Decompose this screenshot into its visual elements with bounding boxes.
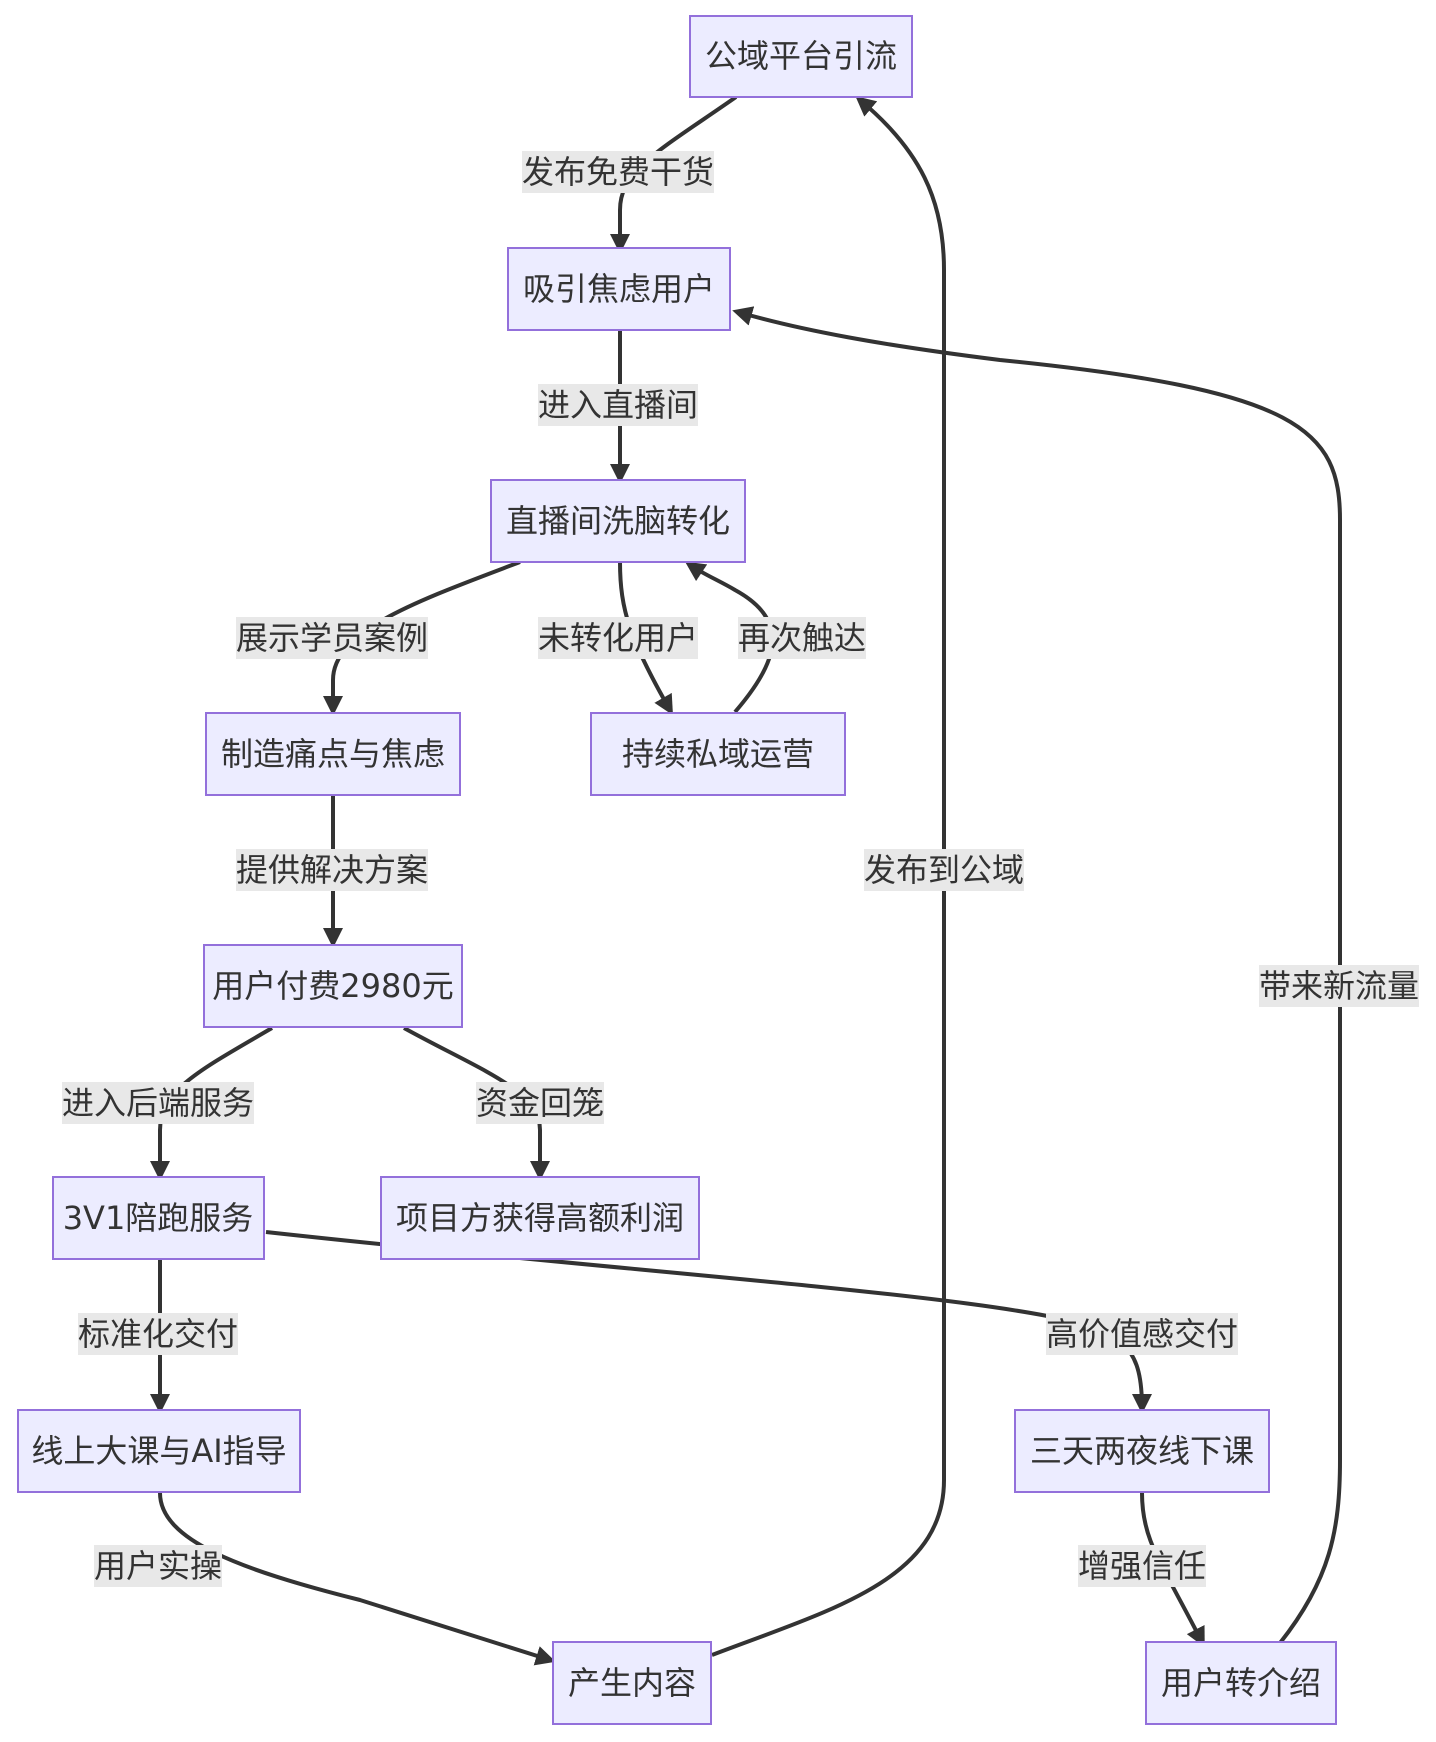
svg-text:用户实操: 用户实操 bbox=[94, 1547, 222, 1585]
svg-text:再次触达: 再次触达 bbox=[738, 619, 866, 657]
svg-text:用户转介绍: 用户转介绍 bbox=[1161, 1664, 1321, 1702]
node-service-3v1: 3V1陪跑服务 bbox=[52, 1176, 265, 1260]
svg-text:未转化用户: 未转化用户 bbox=[538, 619, 698, 657]
node-private-ops: 持续私域运营 bbox=[590, 712, 846, 796]
svg-text:展示学员案例: 展示学员案例 bbox=[236, 619, 428, 657]
node-create-pain: 制造痛点与焦虑 bbox=[205, 712, 461, 796]
edge-label-high-value-delivery: 高价值感交付 bbox=[1046, 1313, 1238, 1355]
svg-text:项目方获得高额利润: 项目方获得高额利润 bbox=[396, 1199, 684, 1237]
edge-private-to-live bbox=[685, 561, 775, 714]
edge-label-publish-public: 发布到公域 bbox=[864, 849, 1024, 891]
node-content: 产生内容 bbox=[552, 1641, 712, 1725]
svg-text:进入后端服务: 进入后端服务 bbox=[62, 1084, 254, 1122]
svg-text:吸引焦虑用户: 吸引焦虑用户 bbox=[523, 270, 715, 308]
edge-label-publish-free: 发布免费干货 bbox=[522, 151, 714, 193]
edge-label-backend-service: 进入后端服务 bbox=[62, 1082, 254, 1124]
svg-text:3V1陪跑服务: 3V1陪跑服务 bbox=[63, 1199, 254, 1237]
edge-label-standard-delivery: 标准化交付 bbox=[78, 1313, 238, 1355]
node-online-course: 线上大课与AI指导 bbox=[17, 1409, 301, 1493]
svg-text:发布免费干货: 发布免费干货 bbox=[522, 153, 714, 191]
svg-text:产生内容: 产生内容 bbox=[568, 1664, 696, 1702]
node-public-traffic: 公域平台引流 bbox=[689, 15, 913, 98]
node-offline-course: 三天两夜线下课 bbox=[1014, 1409, 1270, 1493]
svg-text:制造痛点与焦虑: 制造痛点与焦虑 bbox=[221, 735, 445, 773]
svg-text:资金回笼: 资金回笼 bbox=[476, 1084, 604, 1122]
svg-text:进入直播间: 进入直播间 bbox=[538, 386, 698, 424]
svg-text:公域平台引流: 公域平台引流 bbox=[705, 37, 897, 75]
edge-label-reach-again: 再次触达 bbox=[738, 617, 866, 659]
edge-label-cash-return: 资金回笼 bbox=[476, 1082, 604, 1124]
edge-label-new-traffic: 带来新流量 bbox=[1259, 965, 1419, 1007]
svg-text:三天两夜线下课: 三天两夜线下课 bbox=[1030, 1432, 1254, 1470]
svg-text:高价值感交付: 高价值感交付 bbox=[1046, 1315, 1238, 1353]
edge-content-to-public bbox=[711, 96, 946, 1657]
svg-text:带来新流量: 带来新流量 bbox=[1259, 967, 1419, 1005]
svg-text:用户付费2980元: 用户付费2980元 bbox=[212, 967, 453, 1005]
edge-referral-to-attract bbox=[732, 306, 1342, 1645]
edge-label-show-cases: 展示学员案例 bbox=[236, 617, 428, 659]
node-profit: 项目方获得高额利润 bbox=[380, 1176, 700, 1260]
svg-text:标准化交付: 标准化交付 bbox=[78, 1315, 238, 1353]
edge-label-offer-solution: 提供解决方案 bbox=[236, 849, 428, 891]
svg-text:线上大课与AI指导: 线上大课与AI指导 bbox=[31, 1432, 286, 1470]
node-live-conversion: 直播间洗脑转化 bbox=[490, 479, 746, 563]
node-referral: 用户转介绍 bbox=[1145, 1641, 1337, 1725]
svg-text:增强信任: 增强信任 bbox=[1078, 1547, 1206, 1585]
svg-text:发布到公域: 发布到公域 bbox=[864, 851, 1024, 889]
node-user-pays: 用户付费2980元 bbox=[203, 944, 463, 1028]
edge-label-enter-live: 进入直播间 bbox=[538, 384, 698, 426]
svg-text:提供解决方案: 提供解决方案 bbox=[236, 851, 428, 889]
edge-label-build-trust: 增强信任 bbox=[1078, 1545, 1206, 1587]
node-attract-users: 吸引焦虑用户 bbox=[507, 247, 731, 331]
edge-label-not-converted: 未转化用户 bbox=[538, 617, 698, 659]
edge-label-user-practice: 用户实操 bbox=[94, 1545, 222, 1587]
svg-text:持续私域运营: 持续私域运营 bbox=[622, 735, 814, 773]
svg-text:直播间洗脑转化: 直播间洗脑转化 bbox=[506, 502, 730, 540]
